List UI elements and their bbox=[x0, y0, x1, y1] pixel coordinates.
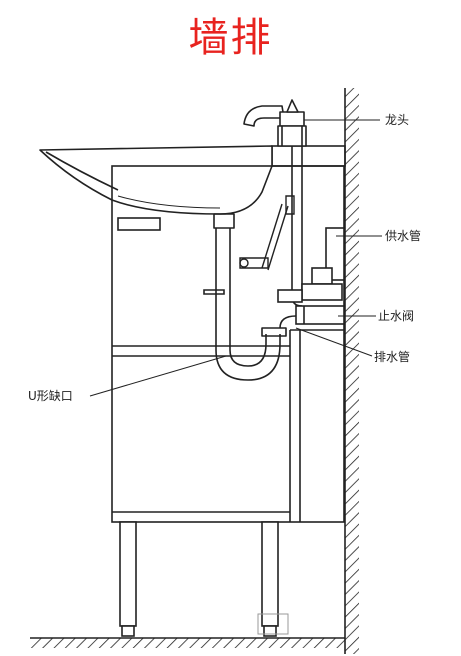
faucet bbox=[243, 99, 307, 147]
countertop bbox=[271, 145, 346, 167]
label-drain-pipe: 排水管 bbox=[374, 350, 411, 364]
label-faucet: 龙头 bbox=[385, 113, 410, 127]
cabinet-legs bbox=[119, 521, 279, 637]
diagram-title: 墙排 bbox=[188, 15, 273, 61]
label-u-trap: U形缺口 bbox=[28, 389, 73, 403]
floor bbox=[30, 637, 345, 648]
sink-basin bbox=[39, 145, 273, 215]
watermark-fragment bbox=[257, 613, 289, 635]
supply-pipe-and-valve bbox=[277, 146, 345, 325]
wall bbox=[344, 88, 359, 654]
label-stop-valve: 止水阀 bbox=[378, 309, 415, 323]
pop-up-linkage bbox=[239, 195, 295, 271]
leader-lines bbox=[89, 119, 382, 397]
cabinet bbox=[111, 165, 345, 523]
label-supply-pipe: 供水管 bbox=[385, 229, 422, 243]
